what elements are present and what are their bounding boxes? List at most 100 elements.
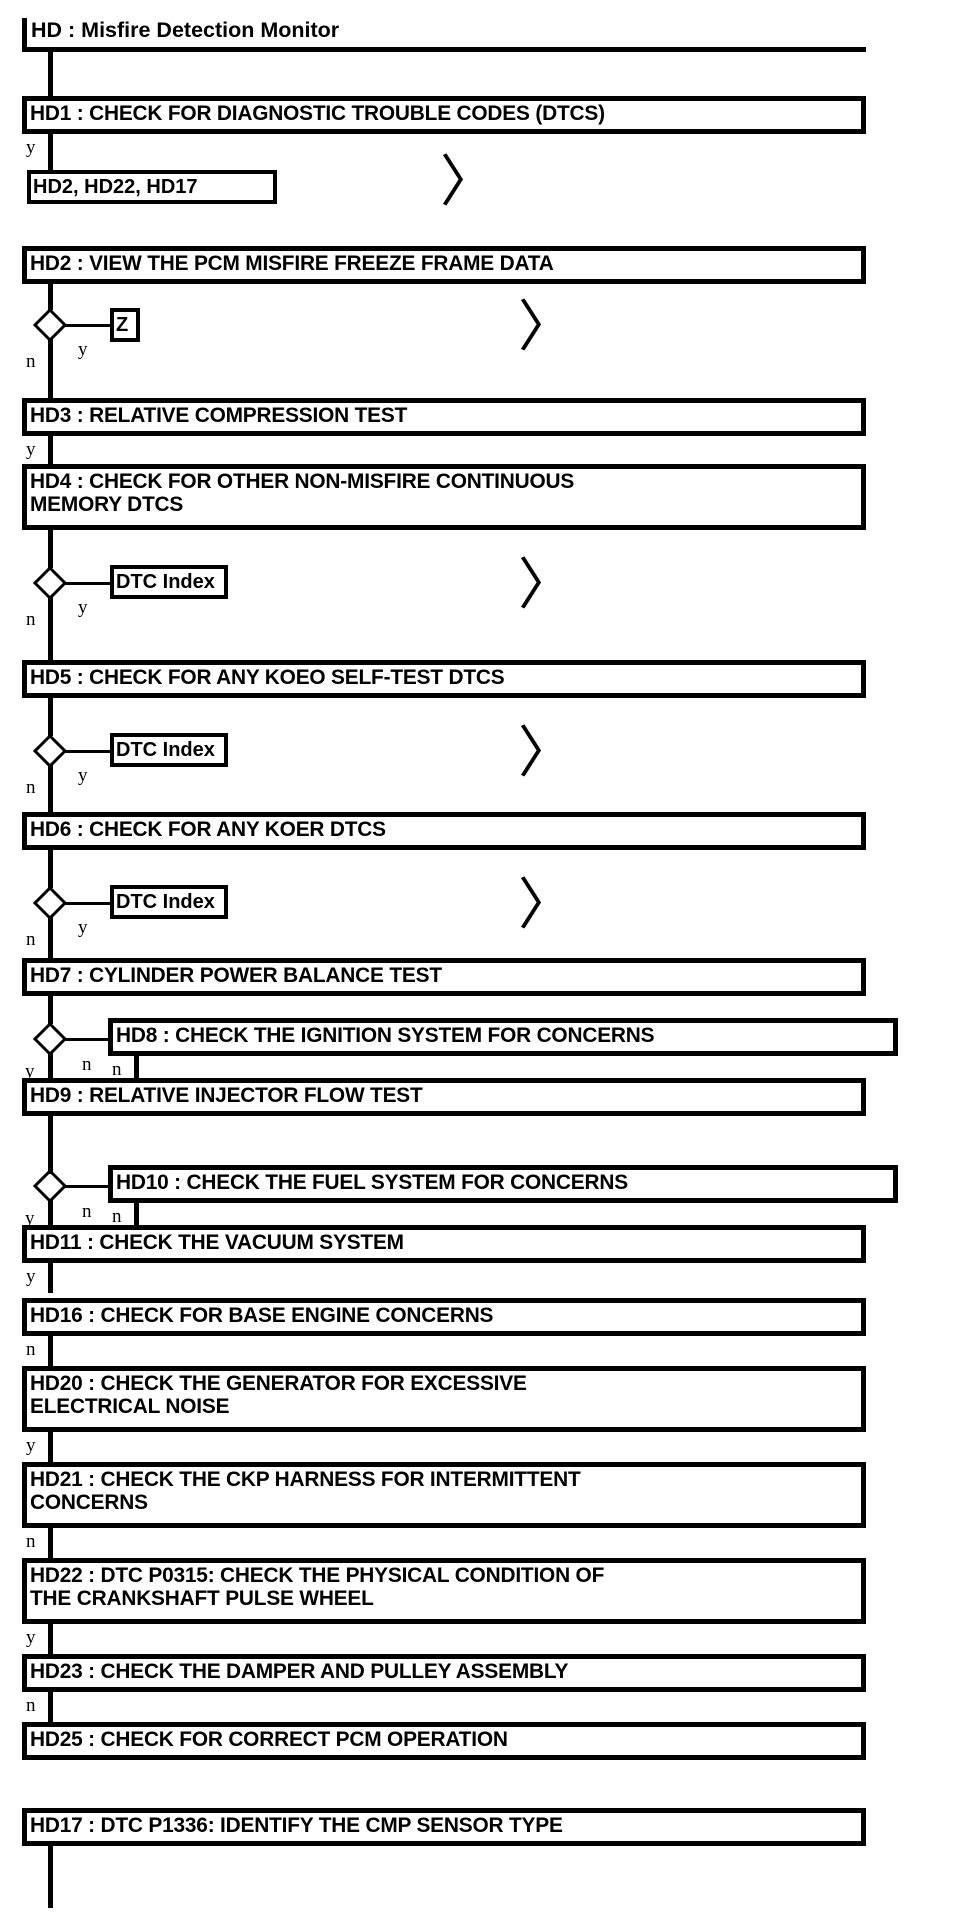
edge-hd9-y	[48, 1199, 53, 1239]
branch-label-hd6-n: n	[26, 929, 36, 950]
offpage-chevron-1: 〉	[440, 152, 496, 214]
branch-label-hd4-n: n	[26, 609, 36, 630]
ref-z-label: Z	[116, 314, 129, 336]
step-hd21[interactable]: HD21 : CHECK THE CKP HARNESS FOR INTERMI…	[22, 1462, 866, 1528]
edge-hd23-hd25	[48, 1690, 53, 1724]
branch-label-hd3-y: y	[26, 439, 36, 460]
step-hd22[interactable]: HD22 : DTC P0315: CHECK THE PHYSICAL CON…	[22, 1558, 866, 1624]
decision-hd9[interactable]	[33, 1169, 67, 1203]
decision-hd2[interactable]	[33, 308, 67, 342]
offpage-chevron-3: 〉	[518, 555, 574, 617]
ref-dtc-index-2-label: DTC Index	[116, 739, 215, 761]
branch-label-hd2-y: y	[78, 339, 88, 360]
step-hd11-label: HD11 : CHECK THE VACUUM SYSTEM	[30, 1230, 404, 1254]
step-hd22-label: HD22 : DTC P0315: CHECK THE PHYSICAL CON…	[30, 1563, 605, 1610]
decision-hd6[interactable]	[33, 886, 67, 920]
step-hd8-label: HD8 : CHECK THE IGNITION SYSTEM FOR CONC…	[116, 1023, 655, 1047]
step-hd4[interactable]: HD4 : CHECK FOR OTHER NON-MISFIRE CONTIN…	[22, 464, 866, 530]
ref-hd2-hd22-hd17[interactable]: HD2, HD22, HD17	[27, 170, 277, 204]
branch-label-hd11-y: y	[26, 1266, 36, 1287]
edge-hd1-out	[48, 132, 53, 172]
edge-hd8-n	[134, 1054, 139, 1092]
offpage-chevron-5: 〉	[518, 875, 574, 937]
edge-hd16-hd20	[48, 1334, 53, 1368]
edge-hd10-n	[134, 1201, 139, 1239]
branch-label-hd10-n: n	[112, 1206, 122, 1227]
edge-hd7-diamond	[48, 994, 53, 1024]
branch-label-hd2-n: n	[26, 351, 36, 372]
edge-hd20-hd21	[48, 1430, 53, 1464]
edge-hd21-hd22	[48, 1526, 53, 1560]
edge-hd5-y	[65, 750, 110, 753]
step-hd7[interactable]: HD7 : CYLINDER POWER BALANCE TEST	[22, 958, 866, 996]
branch-label-hd21-n: n	[26, 1531, 36, 1552]
decision-hd4[interactable]	[33, 566, 67, 600]
step-hd3-label: HD3 : RELATIVE COMPRESSION TEST	[30, 403, 408, 427]
step-hd6-label: HD6 : CHECK FOR ANY KOER DTCS	[30, 817, 386, 841]
step-hd11[interactable]: HD11 : CHECK THE VACUUM SYSTEM	[22, 1225, 866, 1263]
step-hd6[interactable]: HD6 : CHECK FOR ANY KOER DTCS	[22, 812, 866, 850]
step-hd17-label: HD17 : DTC P1336: IDENTIFY THE CMP SENSO…	[30, 1813, 563, 1837]
step-hd5[interactable]: HD5 : CHECK FOR ANY KOEO SELF-TEST DTCS	[22, 660, 866, 698]
step-hd23[interactable]: HD23 : CHECK THE DAMPER AND PULLEY ASSEM…	[22, 1654, 866, 1692]
ref-dtc-index-3-label: DTC Index	[116, 891, 215, 913]
step-hd25-label: HD25 : CHECK FOR CORRECT PCM OPERATION	[30, 1727, 508, 1751]
branch-label-hd5-y: y	[78, 765, 88, 786]
step-hd16-label: HD16 : CHECK FOR BASE ENGINE CONCERNS	[30, 1303, 494, 1327]
page-title: HD : Misfire Detection Monitor	[31, 18, 340, 42]
branch-label-hd1-y: y	[26, 137, 36, 158]
step-hd20-label: HD20 : CHECK THE GENERATOR FOR EXCESSIVE…	[30, 1371, 527, 1418]
edge-hd2-diamond	[48, 282, 53, 310]
step-hd4-label: HD4 : CHECK FOR OTHER NON-MISFIRE CONTIN…	[30, 469, 575, 516]
step-hd17[interactable]: HD17 : DTC P1336: IDENTIFY THE CMP SENSO…	[22, 1808, 866, 1846]
step-hd5-label: HD5 : CHECK FOR ANY KOEO SELF-TEST DTCS	[30, 665, 505, 689]
step-hd7-label: HD7 : CYLINDER POWER BALANCE TEST	[30, 963, 442, 987]
diagram-title-box: HD : Misfire Detection Monitor	[22, 18, 866, 52]
edge-hd7-y	[48, 1052, 53, 1092]
step-hd1[interactable]: HD1 : CHECK FOR DIAGNOSTIC TROUBLE CODES…	[22, 96, 866, 134]
edge-hd4-n	[48, 596, 53, 662]
branch-label-hd23-n: n	[26, 1695, 36, 1716]
step-hd8[interactable]: HD8 : CHECK THE IGNITION SYSTEM FOR CONC…	[108, 1018, 898, 1056]
edge-hd5-n	[48, 764, 53, 816]
branch-label-hd22-y: y	[26, 1627, 36, 1648]
edge-hd5-diamond	[48, 696, 53, 736]
branch-label-hd7-n: n	[82, 1054, 92, 1075]
ref-z[interactable]: Z	[110, 308, 140, 342]
step-hd9[interactable]: HD9 : RELATIVE INJECTOR FLOW TEST	[22, 1078, 866, 1116]
step-hd16[interactable]: HD16 : CHECK FOR BASE ENGINE CONCERNS	[22, 1298, 866, 1336]
ref-dtc-index-3[interactable]: DTC Index	[110, 885, 228, 919]
step-hd10[interactable]: HD10 : CHECK THE FUEL SYSTEM FOR CONCERN…	[108, 1165, 898, 1203]
step-hd23-label: HD23 : CHECK THE DAMPER AND PULLEY ASSEM…	[30, 1659, 569, 1683]
edge-hd2-y	[65, 324, 112, 327]
step-hd9-label: HD9 : RELATIVE INJECTOR FLOW TEST	[30, 1083, 423, 1107]
step-hd20[interactable]: HD20 : CHECK THE GENERATOR FOR EXCESSIVE…	[22, 1366, 866, 1432]
edge-hd22-hd23	[48, 1622, 53, 1656]
edge-hd3-hd4	[48, 434, 53, 466]
offpage-chevron-2: 〉	[518, 297, 574, 359]
step-hd3[interactable]: HD3 : RELATIVE COMPRESSION TEST	[22, 398, 866, 436]
edge-hd6-diamond	[48, 848, 53, 888]
edge-hd4-diamond	[48, 528, 53, 568]
branch-label-hd9-y: y	[25, 1208, 35, 1229]
ref-dtc-index-2[interactable]: DTC Index	[110, 733, 228, 767]
branch-label-hd20-y: y	[26, 1435, 36, 1456]
step-hd2-label: HD2 : VIEW THE PCM MISFIRE FREEZE FRAME …	[30, 251, 554, 275]
branch-label-hd5-n: n	[26, 777, 36, 798]
step-hd2[interactable]: HD2 : VIEW THE PCM MISFIRE FREEZE FRAME …	[22, 246, 866, 284]
edge-hd6-y	[65, 902, 110, 905]
edge-hd2-n	[48, 338, 53, 400]
step-hd25[interactable]: HD25 : CHECK FOR CORRECT PCM OPERATION	[22, 1722, 866, 1760]
step-hd1-label: HD1 : CHECK FOR DIAGNOSTIC TROUBLE CODES…	[30, 101, 605, 125]
edge-hd6-n	[48, 916, 53, 960]
ref-dtc-index-1[interactable]: DTC Index	[110, 565, 228, 599]
decision-hd5[interactable]	[33, 734, 67, 768]
edge-hd9-diamond-2	[48, 1140, 53, 1174]
ref-dtc-index-1-label: DTC Index	[116, 571, 215, 593]
branch-label-hd6-y: y	[78, 917, 88, 938]
edge-hd9-diamond	[48, 1114, 53, 1148]
edge-hd9-n	[65, 1185, 110, 1188]
branch-label-hd4-y: y	[78, 597, 88, 618]
decision-hd7[interactable]	[33, 1022, 67, 1056]
